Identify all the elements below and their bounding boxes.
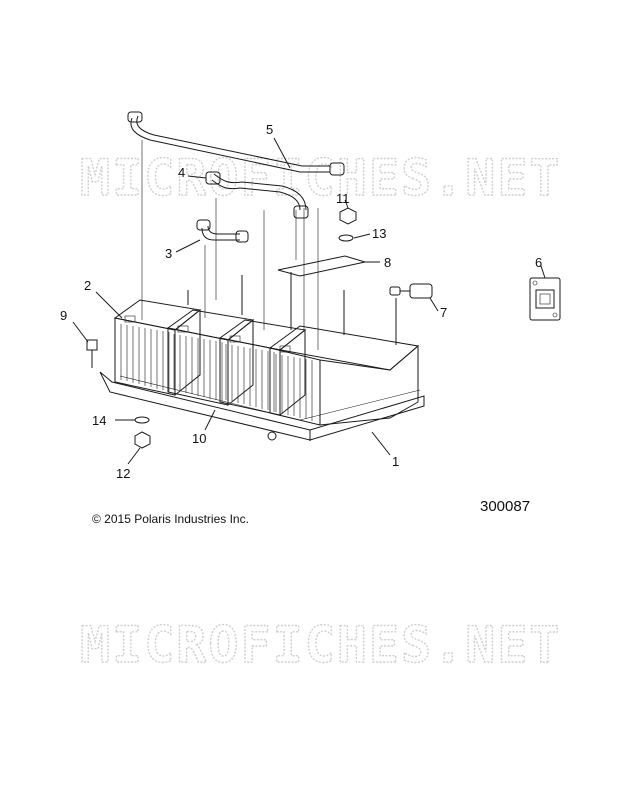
callout-10: 10: [192, 431, 206, 446]
battery-cable-5: [127, 111, 345, 176]
assembly-leader-lines: [141, 140, 319, 350]
copyright-notice: © 2015 Polaris Industries Inc.: [92, 512, 249, 526]
module-6: [529, 277, 561, 321]
callout-7: 7: [440, 305, 447, 320]
callout-13: 13: [372, 226, 386, 241]
watermark-top: MICROFICHES.NET: [80, 149, 562, 207]
watermark-bottom: MICROFICHES.NET: [80, 616, 562, 674]
callout-6: 6: [535, 255, 542, 270]
battery-cable-4: [205, 171, 309, 219]
hold-down-studs: [187, 272, 397, 345]
callout-1: 1: [392, 454, 399, 469]
callout-8: 8: [384, 255, 391, 270]
callout-5: 5: [266, 122, 273, 137]
callout-4: 4: [178, 165, 185, 180]
battery-4: [268, 325, 420, 426]
callout-leaders: [72, 137, 546, 465]
callout-2: 2: [84, 278, 91, 293]
washer-13: [338, 234, 354, 242]
battery-cable-3: [196, 219, 249, 243]
tray-fastener: [267, 431, 277, 441]
washer-14: [134, 416, 150, 424]
diagram-number: 300087: [480, 498, 531, 515]
callout-9: 9: [60, 308, 67, 323]
bolt-9: [86, 339, 98, 368]
battery-1: [113, 299, 202, 397]
connector-7: [389, 283, 433, 299]
callout-12: 12: [116, 466, 130, 481]
nut-12: [134, 431, 151, 449]
callout-14: 14: [92, 413, 106, 428]
callout-3: 3: [165, 246, 172, 261]
callout-11: 11: [336, 191, 350, 206]
nut-11: [339, 207, 357, 225]
battery-2: [166, 309, 255, 407]
